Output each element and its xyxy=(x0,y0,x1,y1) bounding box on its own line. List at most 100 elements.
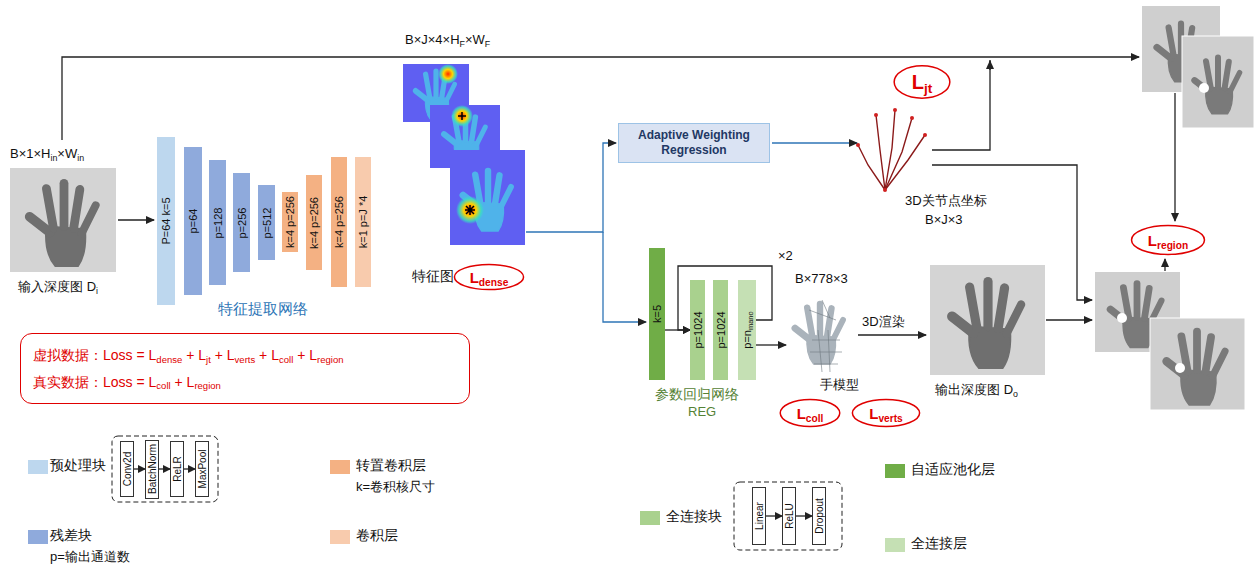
joint-skeleton xyxy=(856,108,927,192)
node-text: p=256 xyxy=(236,207,248,238)
section-title: 参数回归网络 xyxy=(655,386,739,404)
joint-skeleton xyxy=(883,188,887,192)
dimension-label: B×778×3 xyxy=(795,271,848,286)
layer-block: k=1 p=J *4 xyxy=(355,157,371,287)
ellipse-outline xyxy=(780,400,840,427)
section-title: REG xyxy=(688,404,716,419)
connector xyxy=(134,468,145,469)
legend-swatch xyxy=(330,530,350,544)
legend-swatch xyxy=(885,464,905,478)
region-images-top xyxy=(1182,36,1254,128)
legend-text: 预处理块 xyxy=(50,457,106,475)
output-depth-image xyxy=(930,265,1045,375)
subscript: mano xyxy=(746,311,755,330)
subscript: verts xyxy=(235,354,256,365)
node-text: Adaptive Weighting Regression xyxy=(627,128,761,158)
node-text: MaxPool xyxy=(197,450,208,489)
subscript: in xyxy=(77,153,84,163)
connector xyxy=(796,515,812,516)
node-text: k=4 p=256 xyxy=(308,197,320,249)
joint-skeleton xyxy=(856,108,927,192)
connector xyxy=(184,468,195,469)
node-text: k=5 xyxy=(651,305,663,323)
layer-block: k=4 p=256 xyxy=(331,157,347,287)
dashed-group xyxy=(734,482,842,550)
flow-arrows xyxy=(1164,259,1165,271)
loss-box: 虚拟数据：Loss = Ldense + Ljt + Lverts + Lcol… xyxy=(20,333,470,404)
legend-text: 卷积层 xyxy=(356,527,398,545)
ellipse-outline xyxy=(454,264,523,289)
hand-mesh xyxy=(795,304,843,364)
layer-block: BatchNorm xyxy=(145,440,159,499)
layer-block: p=1024 xyxy=(690,280,705,380)
process-box: Adaptive Weighting Regression xyxy=(618,123,770,163)
region-images-top xyxy=(1195,58,1240,114)
node-text: Lregion xyxy=(1148,232,1188,249)
layer-block: p=1024 xyxy=(713,280,728,380)
dashed-group xyxy=(112,436,218,502)
feature-maps xyxy=(456,196,484,224)
subscript: coll xyxy=(279,354,293,365)
subscript: region xyxy=(194,380,220,391)
joint-skeleton xyxy=(876,115,885,190)
connector xyxy=(766,515,782,516)
legend-swatch xyxy=(28,530,48,544)
node-text: 虚拟数据：Loss = Ldense + Ljt + Lverts + Lcol… xyxy=(33,342,457,369)
flow-arrows xyxy=(526,143,616,232)
node-text: ReLR xyxy=(172,456,183,482)
node-text: P=64 k=5 xyxy=(160,197,172,244)
caption: 输出深度图 Do xyxy=(935,381,1018,399)
layer-block: k=5 xyxy=(649,248,665,380)
node-text: p=1024 xyxy=(692,311,704,348)
subscript: jt xyxy=(924,81,932,96)
flow-arrows xyxy=(603,232,646,322)
subscript: i xyxy=(96,286,98,296)
connector xyxy=(159,468,170,469)
layer-block: Conv2d xyxy=(120,441,134,497)
caption: 手模型 xyxy=(820,376,859,394)
region-images-bottom xyxy=(1167,332,1226,405)
flow-arrows xyxy=(62,57,1175,345)
input-depth-image xyxy=(10,168,116,272)
dimension-label: B×1×Hin×Win xyxy=(10,146,84,161)
ellipse-outline xyxy=(1132,226,1205,255)
subscript: dense xyxy=(156,354,182,365)
layer-block: k=4 p=256 xyxy=(282,192,298,252)
flow-arrows xyxy=(772,142,857,143)
subscript: coll xyxy=(806,413,824,424)
caption: 特征图 xyxy=(412,268,454,286)
layer-block: P=64 k=5 xyxy=(157,137,175,305)
caption: 输入深度图 Di xyxy=(18,278,98,296)
node-text: 真实数据：Loss = Lcoll + Lregion xyxy=(33,369,457,396)
layer-block: p=512 xyxy=(258,185,275,260)
legend-note: k=卷积核尺寸 xyxy=(356,478,435,496)
node-text: Dropout xyxy=(814,498,825,534)
layer-block: k=4 p=256 xyxy=(306,175,322,270)
feature-maps xyxy=(458,112,466,120)
layer-block: p=64 xyxy=(184,147,202,295)
flow-arrows xyxy=(989,61,990,70)
feature-maps xyxy=(451,105,473,127)
joint-skeleton xyxy=(910,116,914,120)
legend-swatch xyxy=(28,460,48,474)
input-depth-image xyxy=(30,183,96,266)
subscript: F xyxy=(485,39,490,49)
node-text: Lcoll xyxy=(797,405,824,422)
hand-mesh xyxy=(795,300,843,372)
flow-arrows xyxy=(1046,319,1092,320)
layer-block: p=nmano xyxy=(738,280,756,380)
hand-mesh xyxy=(809,300,842,372)
node-text: k=1 p=J *4 xyxy=(357,196,369,249)
node-text: Lverts xyxy=(869,405,903,422)
subscript: in xyxy=(50,153,57,163)
node-text: Ldense xyxy=(470,269,509,286)
node-text: p=128 xyxy=(212,207,224,238)
output-depth-image xyxy=(930,265,1045,375)
flow-arrows xyxy=(858,334,926,335)
region-images-bottom xyxy=(1117,313,1127,323)
flow-arrows xyxy=(62,57,1139,140)
loss-ellipse: Ldense xyxy=(453,263,525,291)
caption: 3D渲染 xyxy=(862,313,905,331)
